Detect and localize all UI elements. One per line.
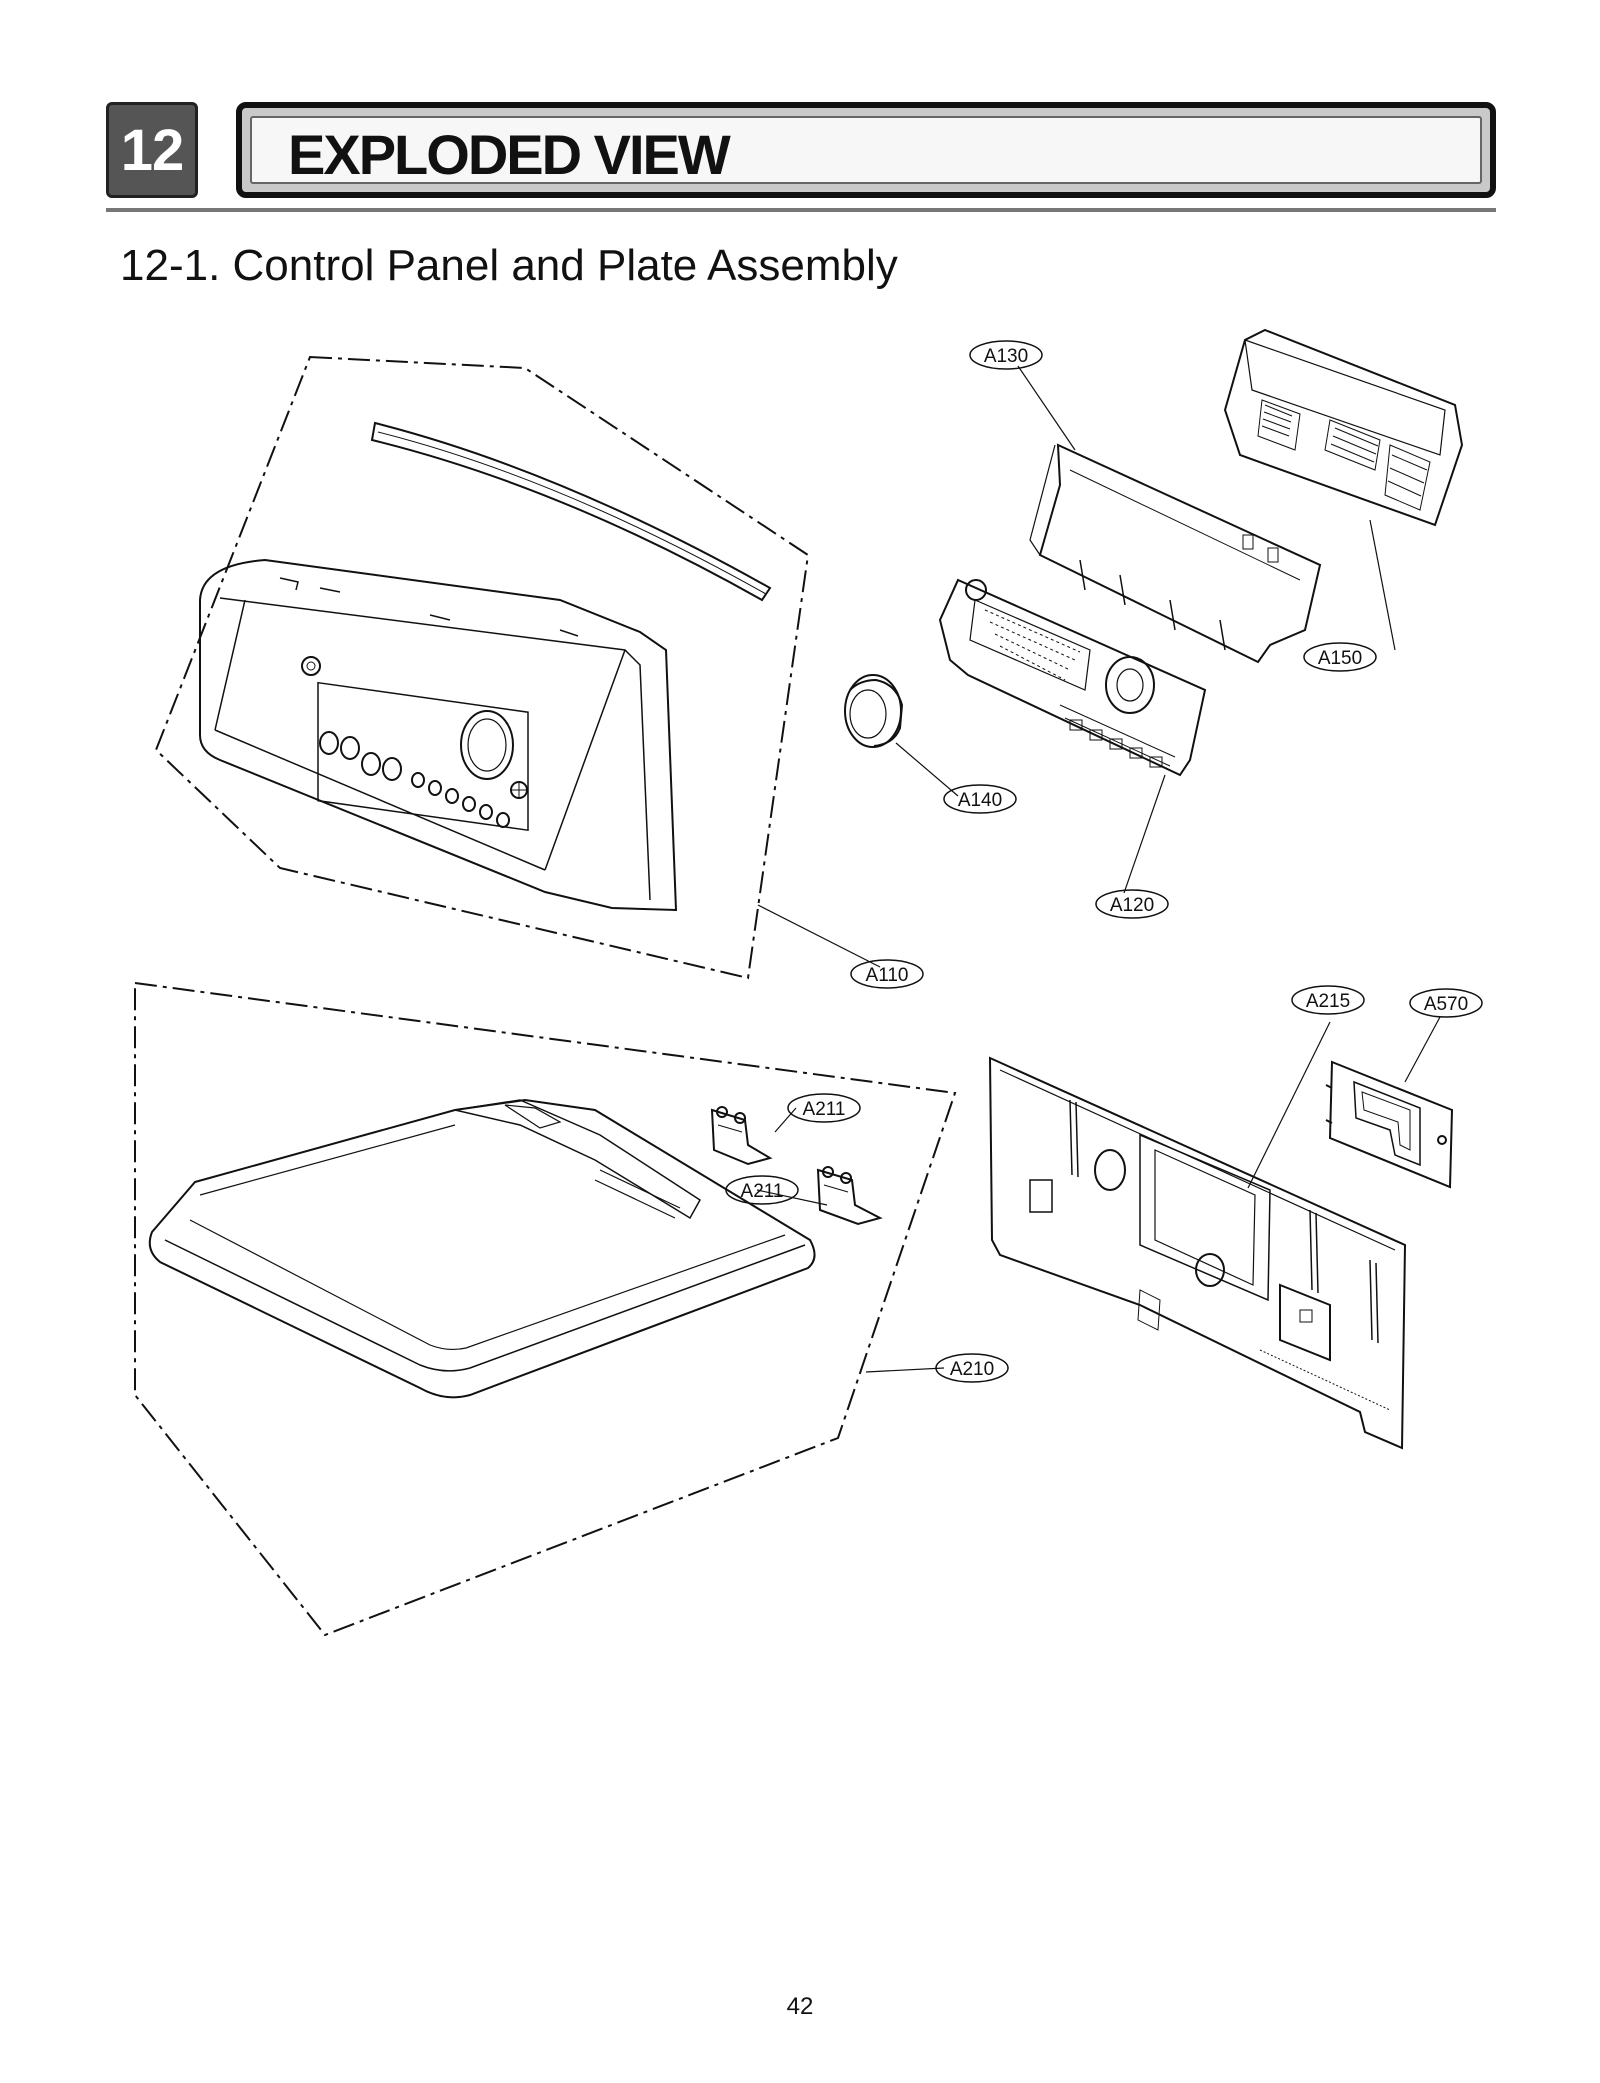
hinge-bracket-top: [710, 1106, 773, 1166]
control-panel-housing: [199, 558, 678, 912]
section-number-badge: 12: [106, 102, 198, 198]
top-plate-group-boundary: [134, 981, 957, 1637]
subsection-title: 12-1. Control Panel and Plate Assembly: [120, 241, 898, 290]
back-cover-box: [1223, 328, 1464, 527]
callout-a150: A150: [1318, 648, 1362, 669]
hinge-bracket-bottom: [816, 1166, 883, 1226]
panel-top-trim: [370, 421, 772, 602]
main-pcb: [938, 578, 1207, 777]
service-cover: [1325, 1060, 1454, 1189]
callout-a120: A120: [1110, 895, 1154, 916]
section-title: EXPLODED VIEW: [288, 123, 731, 186]
callout-a211-bottom: A211: [741, 1181, 784, 1202]
back-plate: [988, 1056, 1407, 1450]
callout-a130: A130: [984, 346, 1028, 367]
pcb-cover: [1029, 443, 1322, 664]
callout-a570: A570: [1424, 994, 1468, 1015]
page-number: 42: [786, 1993, 814, 2020]
section-title-bar: EXPLODED VIEW: [236, 102, 1496, 198]
callout-a210: A210: [950, 1359, 994, 1380]
callout-a140: A140: [958, 790, 1002, 811]
callout-a215: A215: [1306, 991, 1350, 1012]
control-panel-group-boundary: [154, 355, 810, 980]
callout-a211-top: A211: [803, 1099, 846, 1120]
header-rule: [106, 208, 1496, 212]
top-plate: [148, 1098, 816, 1399]
callout-ovals: [725, 340, 1483, 1383]
section-title-frame: EXPLODED VIEW: [250, 116, 1482, 186]
knob-part: [844, 674, 904, 748]
callout-a110: A110: [866, 965, 909, 986]
section-number: 12: [120, 117, 185, 183]
leader-lines: [756, 365, 1441, 1373]
